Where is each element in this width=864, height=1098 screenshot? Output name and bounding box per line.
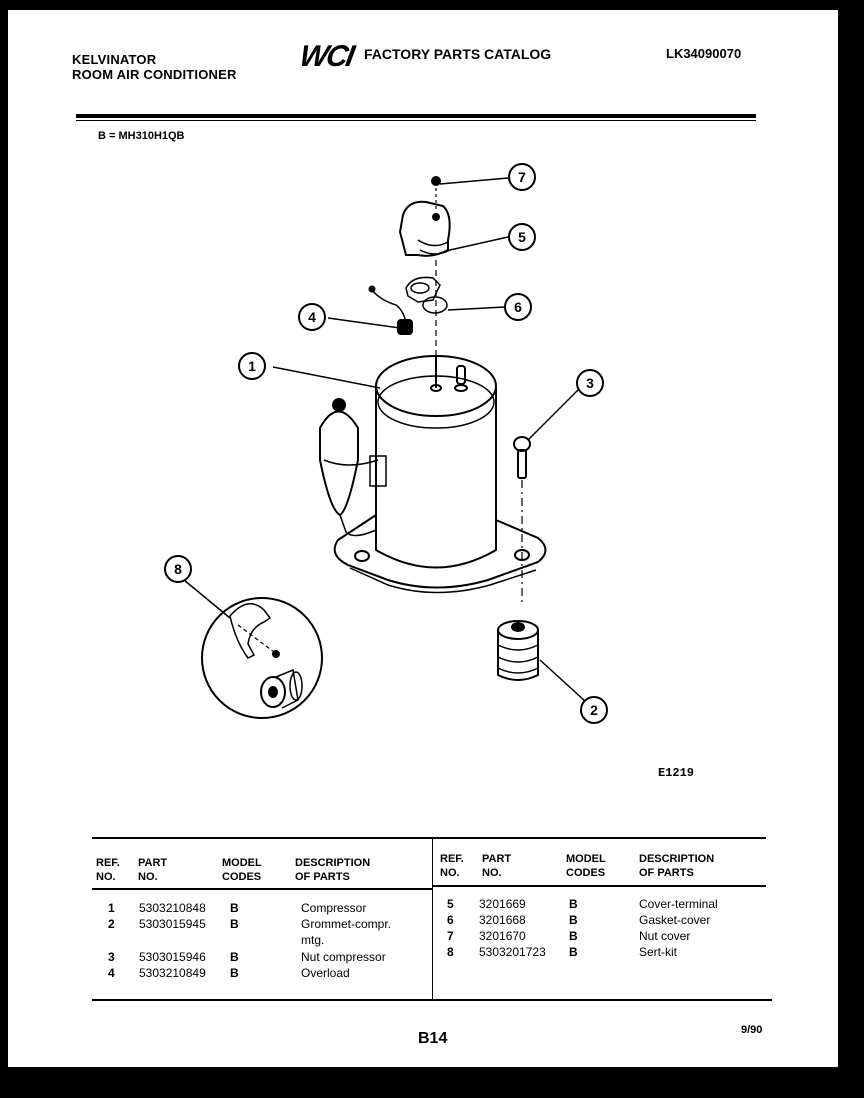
table-top-rule — [92, 837, 766, 839]
callout-6: 6 — [514, 299, 522, 315]
callout-7: 7 — [518, 169, 526, 185]
grommet-drawing — [497, 620, 539, 681]
catalog-title: FACTORY PARTS CATALOG — [364, 46, 552, 62]
model-code-line: B = MH310H1QB — [98, 130, 185, 142]
sert-kit-drawing — [201, 597, 323, 719]
col-header-ref-right: REF.NO. — [440, 853, 464, 879]
callout-5: 5 — [518, 229, 526, 245]
leader-lines — [183, 177, 587, 703]
brand-name: KELVINATOR — [72, 52, 157, 67]
callout-2: 2 — [590, 702, 598, 718]
callout-1: 1 — [248, 358, 256, 374]
callout-8: 8 — [174, 561, 182, 577]
terminal-cover-drawing — [398, 176, 451, 355]
figure-id: E1219 — [658, 766, 695, 780]
callout-4: 4 — [308, 309, 316, 325]
table-bottom-rule — [92, 999, 772, 1001]
product-name: ROOM AIR CONDITIONER — [72, 67, 237, 82]
catalog-page: KELVINATOR ROOM AIR CONDITIONER WCI FACT… — [8, 10, 838, 1067]
table-divider — [432, 839, 433, 1001]
bolt-drawing — [513, 436, 531, 605]
document-number: LK34090070 — [666, 46, 742, 61]
table-header-rule-right — [433, 885, 766, 887]
col-header-ref-left: REF.NO. — [96, 857, 120, 883]
print-date: 9/90 — [741, 1024, 763, 1036]
callout-circles — [164, 163, 608, 724]
exploded-parts-diagram: 7 5 6 4 1 3 2 8 — [164, 163, 608, 724]
header-left: KELVINATOR ROOM AIR CONDITIONER — [72, 52, 237, 82]
callout-3: 3 — [586, 375, 594, 391]
page-number: B14 — [418, 1030, 448, 1047]
wci-logo: WCI — [297, 40, 356, 73]
header-rule — [76, 114, 756, 118]
header-rule-thin — [76, 120, 756, 121]
table-header-rule-left — [92, 888, 432, 890]
compressor-drawing — [319, 355, 547, 594]
